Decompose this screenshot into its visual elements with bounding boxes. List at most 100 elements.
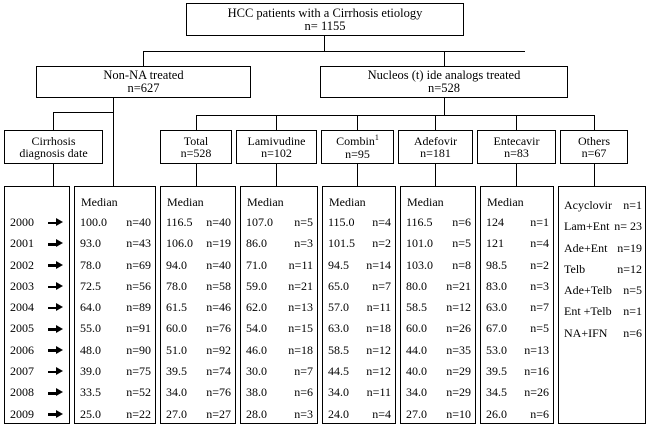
adefovir-median: 27.0 (406, 406, 427, 421)
adefovir-count: n=10 (446, 406, 471, 421)
year-label: 2005 (10, 321, 34, 336)
entecavir-median: 63.0 (486, 300, 507, 315)
lamivudine-median: 71.0 (246, 257, 267, 272)
non-na-count: n=75 (126, 364, 151, 379)
year-row: 2005 (5, 318, 69, 339)
others-regimen-label: Lam+Ent (564, 219, 610, 234)
connector-na-to-total (196, 115, 198, 130)
lamivudine-count: n=3 (294, 236, 313, 251)
lamivudine-median: 62.0 (246, 300, 267, 315)
header-combin-count: n=95 (345, 146, 370, 161)
header-combin-label: Combin1 (336, 134, 379, 148)
connector-nonna-to-panel (113, 98, 115, 186)
year-label: 2008 (10, 385, 34, 400)
others-regimen-count: n=1 (623, 198, 642, 212)
lamivudine-count: n=18 (288, 342, 313, 357)
lamivudine-median: 28.0 (246, 406, 267, 421)
non-na-median: 100.0 (80, 215, 107, 229)
combin-count: n=4 (372, 406, 391, 421)
entecavir-count: n=4 (530, 236, 549, 251)
header-cirrhosis-diagnosis-date: Cirrhosis diagnosis date (4, 130, 103, 164)
entecavir-median: 124 (486, 215, 504, 229)
entecavir-count: n=16 (524, 364, 549, 379)
header-total-count: n=528 (180, 146, 212, 160)
total-count: n=40 (206, 257, 231, 272)
adefovir-median: 103.0 (406, 257, 433, 272)
non-na-median: 93.0 (80, 236, 101, 251)
combin-median: 101.5 (328, 236, 355, 251)
node-non-na-title: Non-NA treated (103, 68, 184, 83)
total-median: 39.5 (166, 364, 187, 379)
total-median: 94.0 (166, 257, 187, 272)
adefovir-count: n=35 (446, 342, 471, 357)
header-adefovir-label: Adefovir (413, 133, 458, 148)
adefovir-median: 58.5 (406, 300, 427, 315)
non-na-median: 33.5 (80, 385, 101, 400)
lamivudine-count: n=5 (294, 215, 313, 229)
adefovir-count: n=29 (446, 364, 471, 379)
arrow-right-icon (48, 281, 64, 292)
non-na-median: 64.0 (80, 300, 101, 315)
connector-others-to-panel (594, 164, 596, 186)
total-median: 61.5 (166, 300, 187, 315)
non-na-count: n=56 (126, 278, 151, 293)
connector-nonna-to-cirrhosis-bus (53, 112, 114, 114)
lamivudine-count: n=3 (294, 406, 313, 421)
arrow-right-icon (48, 260, 64, 270)
panel-non-na-median-label: Median (81, 195, 118, 209)
combin-count: n=14 (366, 257, 391, 272)
combin-median: 57.0 (328, 300, 349, 315)
adefovir-count: n=21 (446, 278, 471, 293)
total-count: n=19 (206, 236, 231, 251)
combin-median: 58.5 (328, 342, 349, 357)
adefovir-count: n=29 (446, 385, 471, 400)
non-na-count: n=22 (126, 406, 151, 421)
total-count: n=27 (206, 406, 231, 421)
connector-na-to-lamivudine (276, 115, 278, 130)
others-regimen-label: Ade+Ent (564, 240, 608, 255)
others-regimen-count: n=12 (617, 261, 642, 276)
adefovir-row: 27.0 n=10 (401, 404, 475, 425)
panel-years-spacer (5, 193, 69, 212)
entecavir-count: n=5 (530, 321, 549, 336)
panel-combin-median-label: Median (329, 195, 366, 209)
non-na-count: n=69 (126, 257, 151, 272)
header-lamivudine-count: n=102 (261, 146, 292, 160)
root-node-count: n= 1155 (304, 18, 346, 33)
total-median: 106.0 (166, 236, 193, 251)
combin-count: n=12 (366, 342, 391, 357)
adefovir-median: 116.5 (406, 215, 433, 229)
header-cirrhosis-line2: diagnosis date (19, 146, 88, 160)
adefovir-median: 101.0 (406, 236, 433, 251)
node-na-count: n=528 (427, 81, 461, 95)
total-count: n=46 (206, 300, 231, 315)
lamivudine-count: n=6 (294, 385, 313, 400)
connector-total-to-panel (196, 164, 198, 186)
total-count: n=58 (206, 278, 231, 293)
root-node-title: HCC patients with a Cirrhosis etiology (227, 5, 423, 20)
connector-na-stem (444, 98, 446, 116)
connector-root-stem (324, 36, 326, 52)
